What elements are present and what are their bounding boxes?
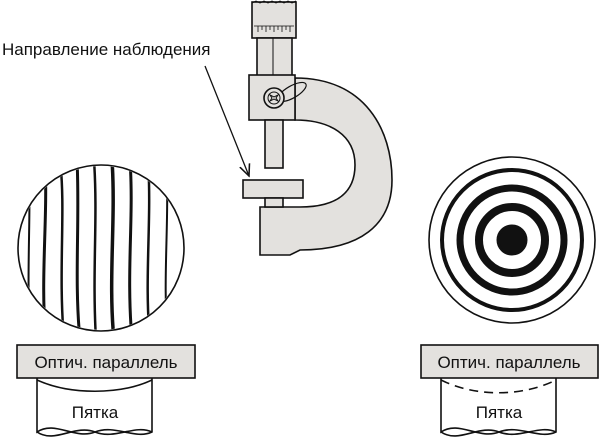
left-optical-parallel-label: Оптич. параллель: [34, 353, 177, 372]
observation-direction-label: Направление наблюдения: [2, 40, 211, 59]
right-fringe-pattern: [428, 156, 596, 324]
thimble: [251, 1, 297, 39]
observation-arrow: [204, 65, 249, 176]
anvil: [264, 197, 284, 208]
spindle: [264, 119, 284, 169]
right-parallel-assembly: Оптич. параллель Пятка: [420, 344, 599, 437]
left-fringe-pattern: [17, 164, 185, 332]
lock-screw-icon: [263, 87, 285, 109]
optical-parallel: [242, 179, 304, 199]
right-anvil-label: Пятка: [476, 403, 523, 422]
left-parallel-assembly: Оптич. параллель Пятка: [16, 344, 196, 437]
right-optical-parallel-label: Оптич. параллель: [437, 353, 580, 372]
c-frame: [259, 77, 393, 256]
sleeve: [256, 37, 293, 77]
left-anvil-label: Пятка: [72, 403, 119, 422]
micrometer: [242, 0, 393, 256]
